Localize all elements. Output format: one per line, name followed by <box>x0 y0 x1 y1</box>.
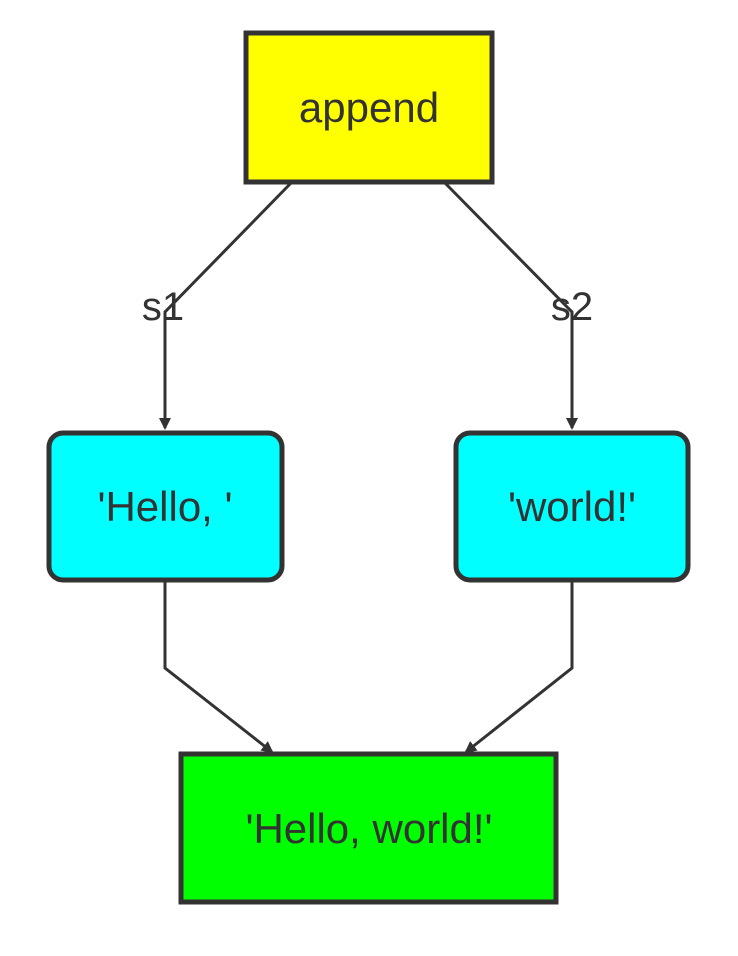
node-result-label: 'Hello, world!' <box>245 805 492 852</box>
node-world-label: 'world!' <box>508 483 636 530</box>
node-append-label: append <box>299 84 439 131</box>
node-result[interactable]: 'Hello, world!' <box>178 751 559 905</box>
node-result-box <box>178 751 559 905</box>
edge-label-s1: s1 <box>142 285 184 329</box>
edge-hello-to-result <box>163 582 274 754</box>
node-hello[interactable]: 'Hello, ' <box>46 430 285 583</box>
node-append[interactable]: append <box>243 30 495 185</box>
edge-label-s2: s2 <box>551 285 593 329</box>
edge-append-to-world <box>443 181 578 430</box>
edge-world-to-result <box>464 582 574 754</box>
node-world[interactable]: 'world!' <box>453 430 691 583</box>
node-append-box <box>243 30 495 185</box>
edge-append-to-hello <box>159 181 293 430</box>
node-hello-box <box>46 430 285 583</box>
edges <box>159 181 578 754</box>
node-hello-label: 'Hello, ' <box>97 483 232 530</box>
node-world-box <box>453 430 691 583</box>
